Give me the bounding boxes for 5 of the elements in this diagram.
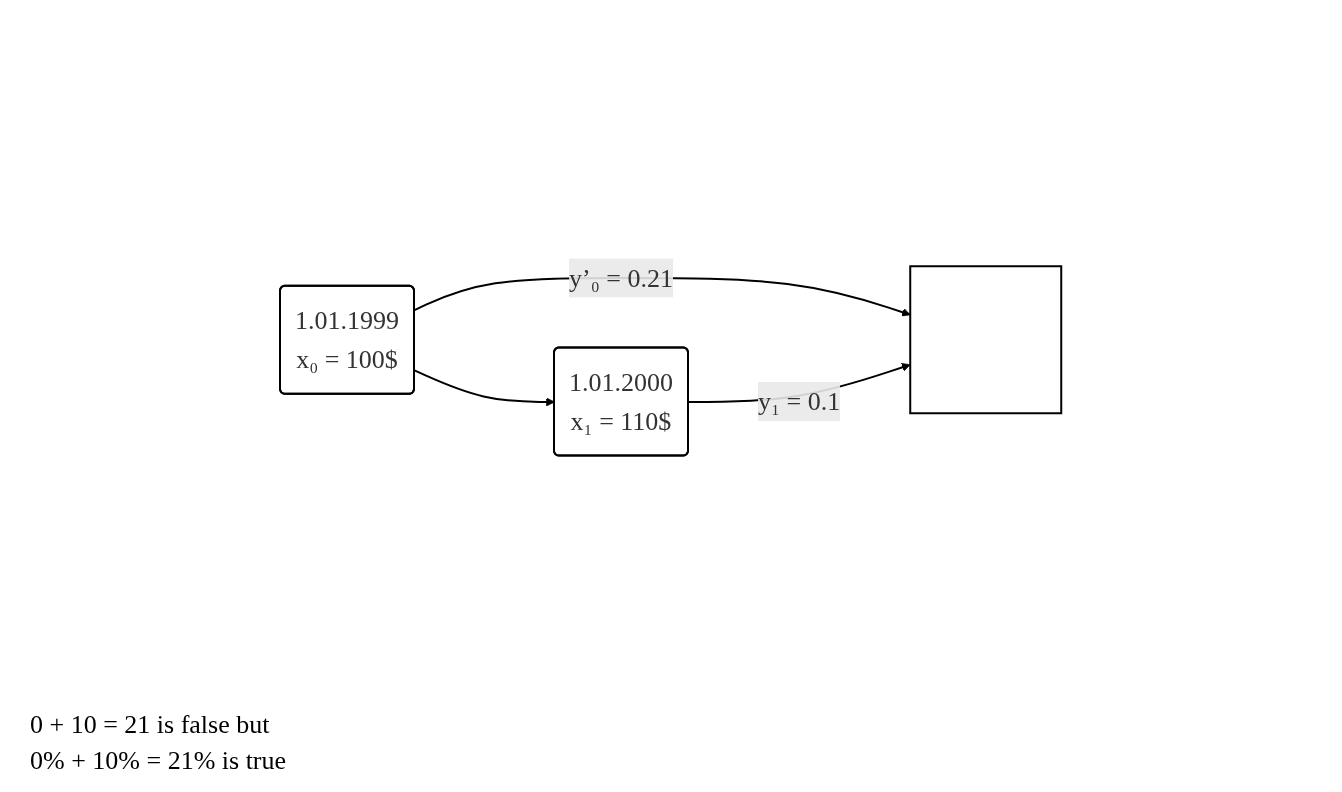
note-text: 0% + 10% = 21% is true <box>30 746 287 776</box>
edge-label: y’₀ = 0.21 <box>569 263 674 293</box>
edge-label: y₁ = 0.1 <box>758 387 841 416</box>
node-box <box>909 265 1063 415</box>
note-text: 0 + 10 = 21 is false but <box>30 710 271 740</box>
